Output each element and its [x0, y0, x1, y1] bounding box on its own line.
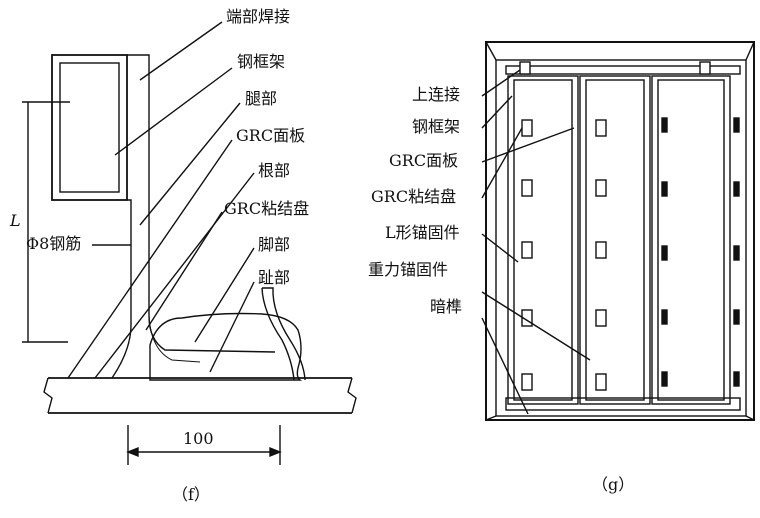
leader-toe: [209, 281, 255, 373]
g-panel-1-outer: [507, 75, 579, 405]
g-label-grc-bond-pad: GRC粘结盘: [371, 187, 456, 206]
g-anchor-c1-r3: [521, 241, 533, 259]
steel-frame-outer: [51, 54, 128, 201]
grc-bond-pad-shape: [149, 312, 303, 381]
caption-g: （g）: [592, 475, 634, 494]
leader-root: [94, 172, 255, 379]
g-top-connection-right: [699, 61, 711, 75]
g-leader-grc-bond-pad: [481, 127, 523, 199]
g-anchor-c2-r1: [595, 119, 607, 137]
g-anchor-c1-r5: [521, 373, 533, 391]
g-corner-bl: [485, 415, 497, 421]
g-anchor-c2-r5: [595, 373, 607, 391]
g-block-c3-r4: [661, 309, 668, 325]
caption-f: （f）: [172, 485, 210, 504]
g-corner-tr: [745, 41, 755, 61]
label-rebar: Φ8钢筋: [26, 234, 81, 253]
g-outer-frame: [485, 41, 755, 421]
slab-break-right: [347, 377, 357, 414]
label-steel-frame: 钢框架: [237, 52, 285, 71]
g-block-right-r4: [733, 309, 740, 325]
g-panel-1-inner: [513, 79, 573, 401]
g-anchor-c2-r3: [595, 241, 607, 259]
g-label-top-connection: 上连接: [412, 85, 460, 104]
rebar-left-edge: [111, 199, 132, 379]
g-anchor-c1-r2: [521, 179, 533, 197]
label-foot: 脚部: [258, 235, 290, 254]
g-anchor-c1-r1: [521, 119, 533, 137]
g-label-l-anchor: L形锚固件: [385, 223, 460, 242]
leader-end-weld: [139, 21, 223, 81]
g-label-hidden-stud: 暗榫: [430, 297, 462, 316]
g-label-steel-frame: 钢框架: [412, 117, 460, 136]
g-block-c3-r5: [661, 371, 668, 387]
g-leader-top-connection: [481, 69, 521, 97]
g-leader-gravity-anchor: [481, 291, 591, 361]
label-dimension-100: 100: [183, 429, 214, 448]
leader-foot: [194, 247, 255, 343]
g-block-right-r5: [733, 371, 740, 387]
steel-frame-inner: [59, 62, 120, 193]
label-toe: 趾部: [258, 268, 290, 287]
dim100-arrow-right: [269, 446, 282, 458]
g-top-connection-left: [519, 61, 531, 75]
label-grc-panel: GRC面板: [236, 126, 305, 145]
g-block-right-r1: [733, 117, 740, 133]
figure-f-drawing: [22, 21, 357, 465]
g-label-grc-panel: GRC面板: [389, 151, 458, 170]
g-bottom-beam: [505, 397, 741, 411]
label-leg: 腿部: [245, 89, 277, 108]
leader-leg: [139, 102, 241, 226]
g-leader-hidden-stud: [481, 317, 529, 415]
g-panel-2-outer: [579, 75, 651, 405]
g-block-c3-r2: [661, 181, 668, 197]
g-anchor-c2-r2: [595, 179, 607, 197]
g-leader-l-anchor: [481, 233, 519, 263]
toe-curve-right: [262, 287, 306, 381]
g-panel-2-inner: [585, 79, 645, 401]
toe-curve-left: [261, 287, 295, 381]
g-block-right-r2: [733, 181, 740, 197]
g-anchor-c2-r4: [595, 309, 607, 327]
slab-break-left: [43, 377, 53, 414]
g-panel-3-inner: [657, 79, 725, 401]
leader-steel-frame: [114, 67, 233, 156]
g-leader-steel-frame: [481, 95, 513, 129]
label-grc-bond-pad: GRC粘结盘: [224, 199, 309, 218]
g-corner-tl: [485, 41, 497, 61]
label-end-weld: 端部焊接: [226, 7, 290, 26]
g-block-c3-r3: [661, 245, 668, 261]
label-root: 根部: [258, 161, 290, 180]
g-block-c3-r1: [661, 117, 668, 133]
leader-grc-panel: [67, 139, 233, 379]
leader-grc-bond-pad: [145, 211, 223, 331]
g-inner-frame: [495, 59, 747, 417]
g-label-gravity-anchor: 重力锚固件: [368, 260, 448, 279]
dim100-arrow-left: [126, 446, 139, 458]
root-curve: [148, 315, 201, 363]
g-panel-3-outer: [651, 75, 731, 405]
g-top-beam: [505, 65, 741, 75]
g-corner-br: [745, 415, 755, 421]
label-length-symbol: L: [9, 211, 21, 230]
g-block-right-r3: [733, 245, 740, 261]
figure-g-drawing: [481, 41, 755, 421]
g-leader-grc-panel: [481, 127, 575, 163]
